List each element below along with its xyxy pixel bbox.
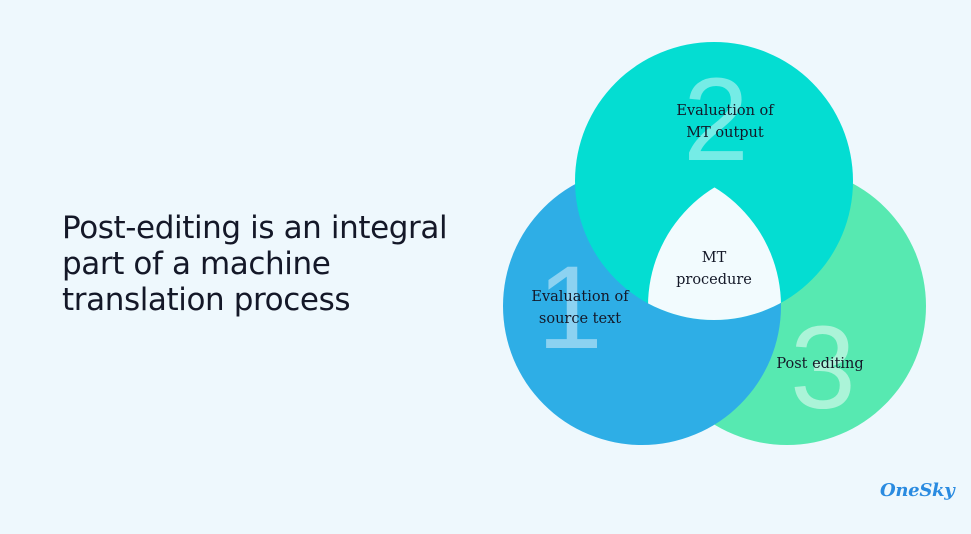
circle-2-label-line1: Evaluation of bbox=[676, 103, 775, 119]
center-label-line1: MT bbox=[702, 250, 727, 266]
circle-1-label-line1: Evaluation of bbox=[531, 289, 630, 305]
circle-2 bbox=[575, 42, 853, 320]
circle-1-label-line2: source text bbox=[539, 311, 621, 327]
circle-2-label-line2: MT output bbox=[686, 125, 764, 141]
circle-3-number: 3 bbox=[790, 302, 856, 434]
onesky-logo: OneSky bbox=[880, 480, 955, 501]
center-label-line2: procedure bbox=[676, 272, 752, 288]
center-intersection bbox=[648, 167, 781, 320]
headline: Post-editing is an integral part of a ma… bbox=[62, 210, 448, 318]
circle-1-number: 1 bbox=[537, 242, 603, 374]
circle-2-number: 2 bbox=[683, 54, 749, 186]
circle-3-label: Post editing bbox=[776, 356, 863, 372]
